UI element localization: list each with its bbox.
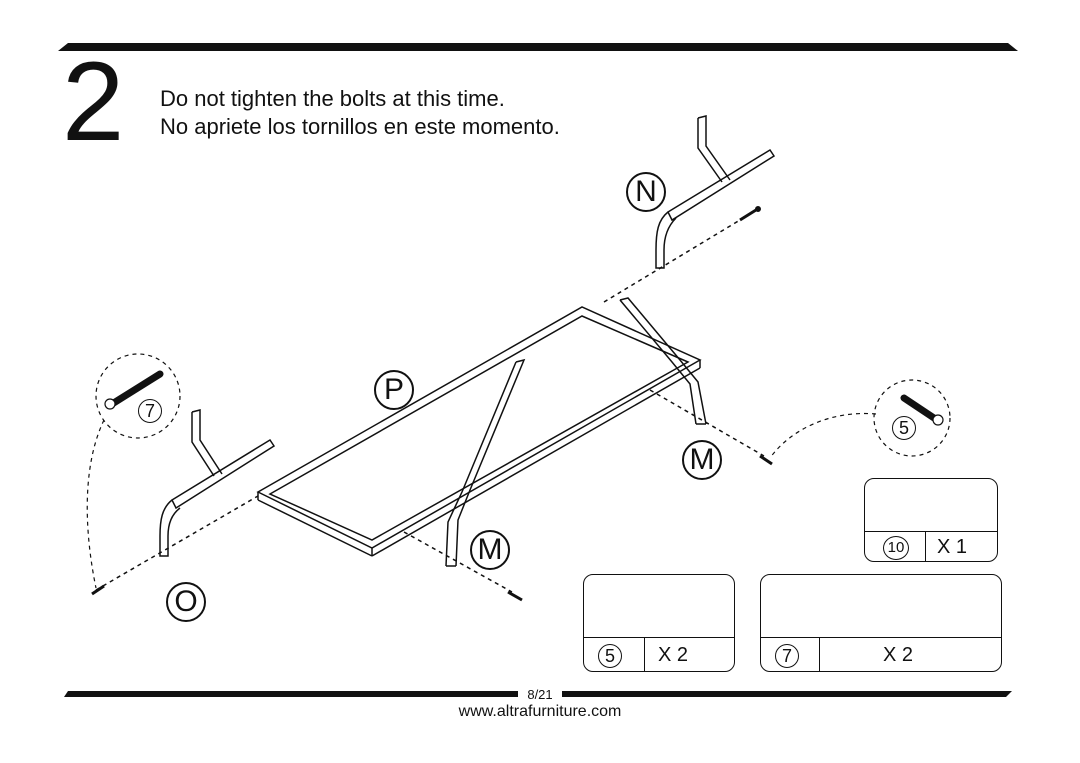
part-label-p: P (374, 370, 414, 410)
part-label-n: N (626, 172, 666, 212)
bolt-m-left (403, 531, 523, 602)
leg-m-right (619, 297, 707, 425)
hardware-long-bolt-box: 7 X 2 (760, 574, 1002, 672)
page-number: 8/21 (520, 688, 560, 702)
callout-right-id: 5 (892, 416, 916, 440)
part-n (603, 115, 776, 303)
instruction-spanish: No apriete los tornillos en este momento… (160, 114, 560, 139)
website-link[interactable]: www.altrafurniture.com (458, 703, 622, 720)
part-o (95, 409, 276, 591)
callout-left-id: 7 (138, 399, 162, 423)
part-label-o: O (166, 582, 206, 622)
part-label-m-right: M (682, 440, 722, 480)
part-label-m-left: M (470, 530, 510, 570)
long-bolt-qty: X 2 (883, 644, 914, 666)
short-bolt-qty: X 2 (658, 644, 689, 666)
frame-p (256, 306, 702, 557)
footer-bar-left (64, 691, 518, 697)
bolt-o (91, 584, 105, 596)
footer-bar-right (562, 691, 1012, 697)
header-bar (58, 43, 1018, 51)
diagonal-leg (445, 358, 526, 567)
callout-left (86, 353, 181, 589)
instruction-english: Do not tighten the bolts at this time. (160, 86, 505, 111)
allen-key-id: 10 (883, 536, 909, 560)
short-bolt-id: 5 (598, 644, 622, 668)
bolt-m-right (649, 389, 773, 466)
bolt-n (739, 206, 761, 222)
allen-key-qty: X 1 (937, 536, 968, 558)
callout-right (769, 379, 951, 459)
long-bolt-id: 7 (775, 644, 799, 668)
hardware-allen-key-box: 10 X 1 (864, 478, 998, 562)
step-number: 2 (62, 39, 125, 164)
hardware-short-bolt-box: 5 X 2 (583, 574, 735, 672)
